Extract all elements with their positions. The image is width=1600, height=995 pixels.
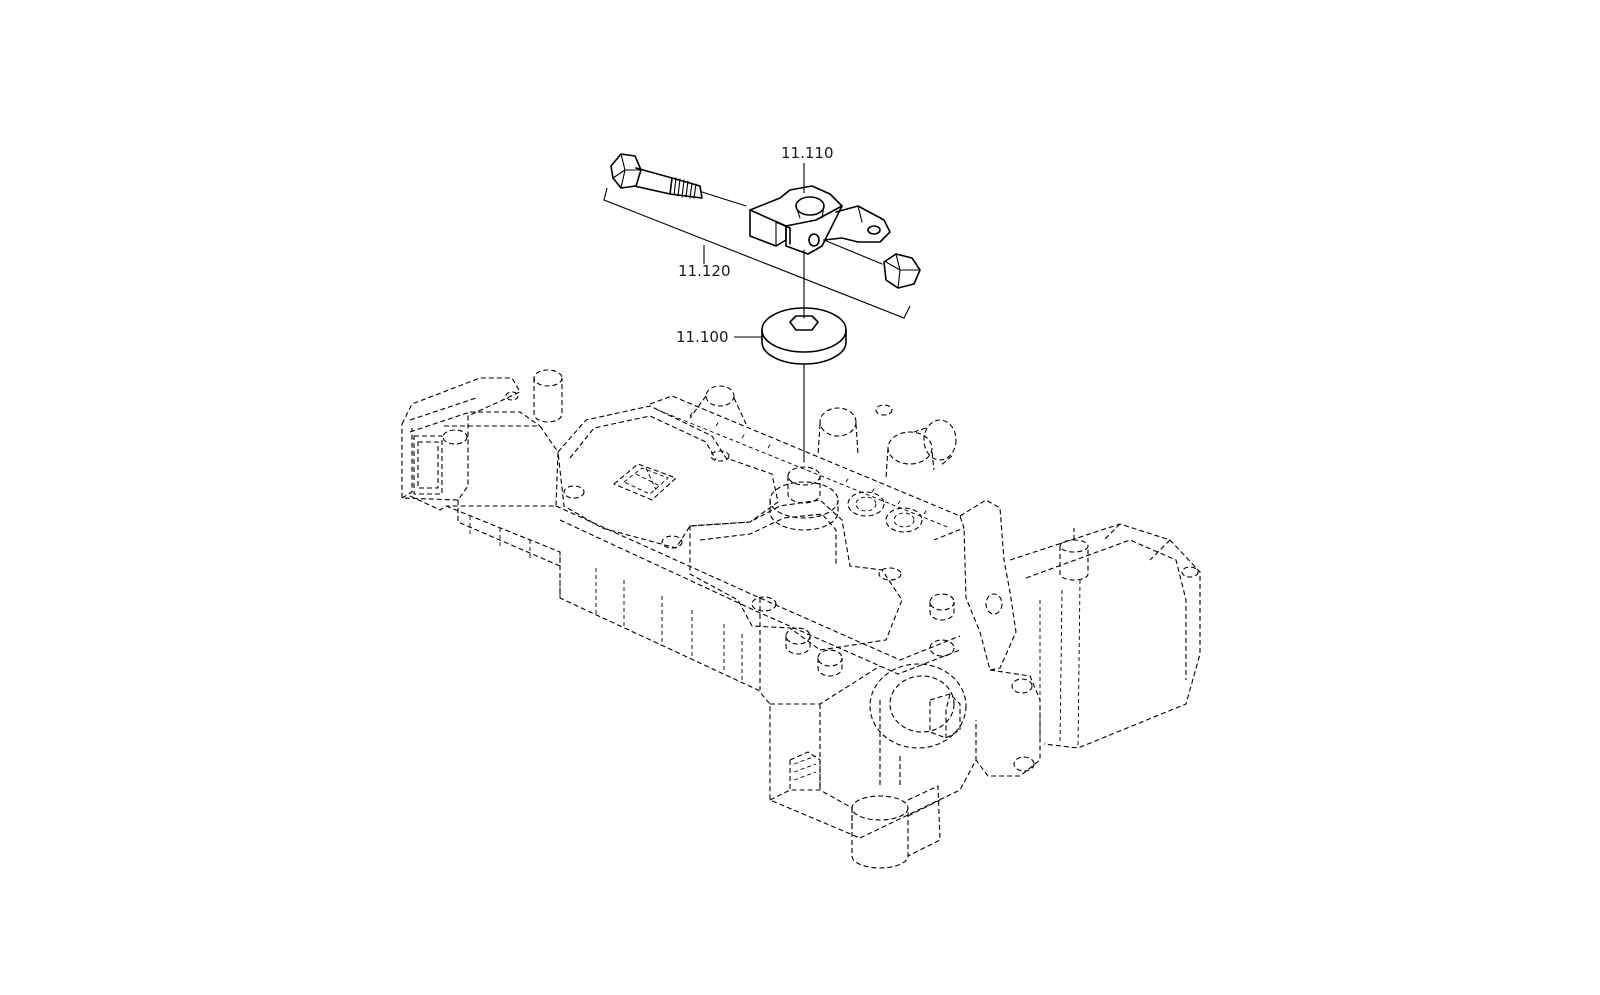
callout-11-110[interactable]: 11.110 <box>781 144 834 162</box>
housing-assembly <box>401 369 1201 869</box>
hex-nut-part <box>823 239 921 289</box>
assembly-bracket-line <box>603 187 911 319</box>
washer-part <box>761 249 847 463</box>
hex-bolt-part <box>610 153 747 207</box>
callout-11-120[interactable]: 11.120 <box>678 262 731 280</box>
callout-11-100[interactable]: 11.100 <box>676 328 729 346</box>
clamp-lever-part <box>749 185 891 255</box>
